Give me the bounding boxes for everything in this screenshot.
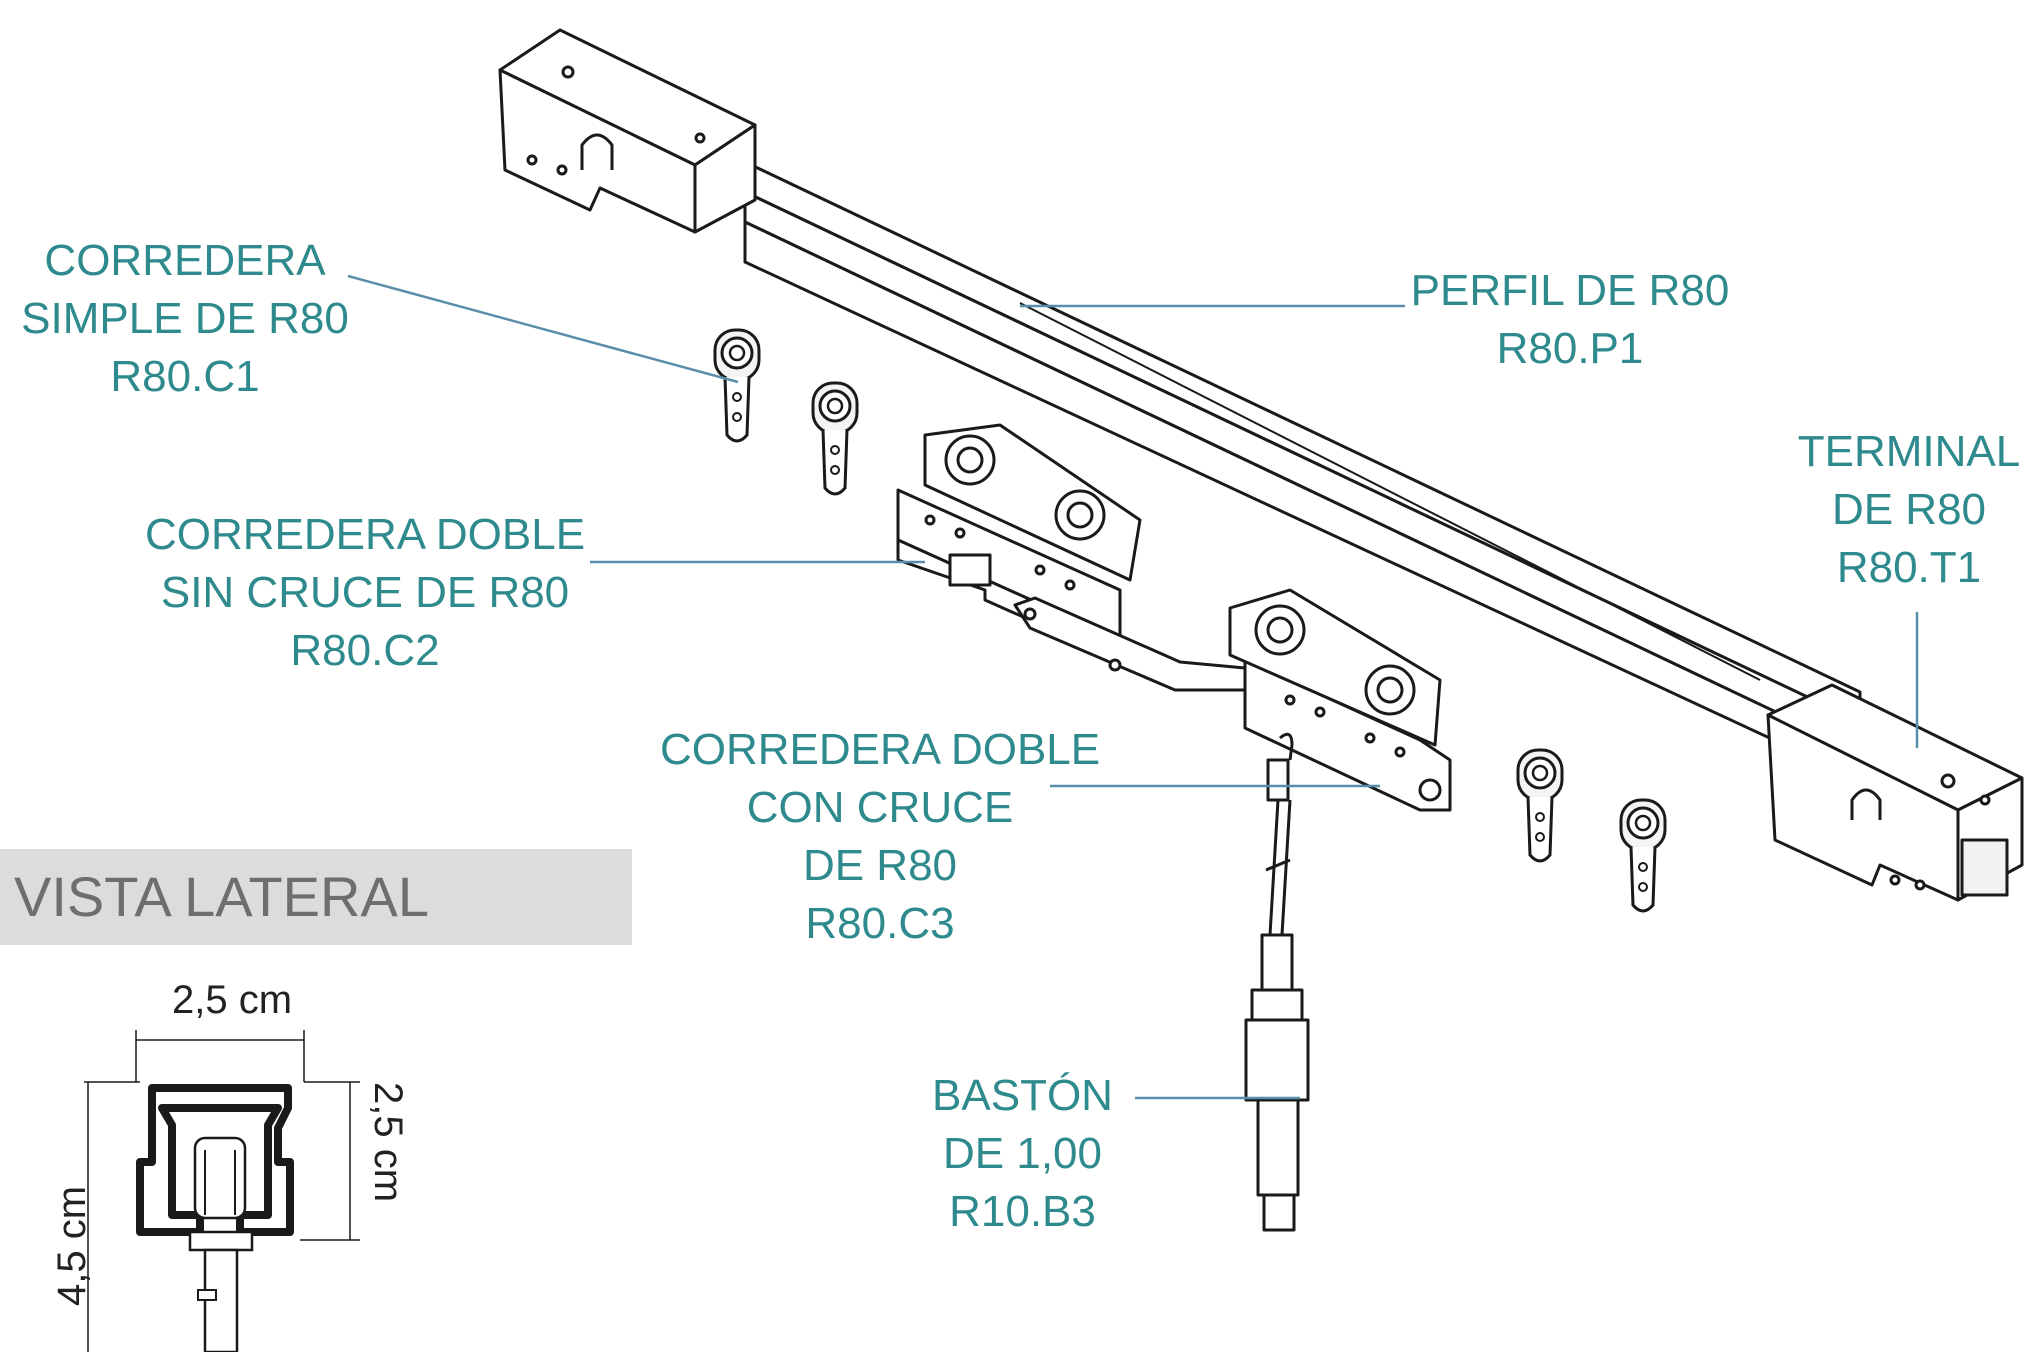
wand (1244, 732, 1310, 1232)
single-runner-4 (1619, 798, 1667, 913)
double-runner-c3 (1228, 588, 1452, 812)
side-view-profile (136, 1084, 294, 1352)
crossing-arm (1013, 596, 1252, 692)
label-line: PERFIL DE R80 (1410, 266, 1730, 315)
label-perfil: PERFIL DE R80 R80.P1 (1400, 262, 1740, 378)
label-terminal: TERMINAL DE R80 R80.T1 (1780, 423, 2038, 597)
label-line: CORREDERA (44, 236, 326, 285)
label-line: R80.C1 (110, 352, 260, 401)
label-line: R80.T1 (1836, 543, 1982, 592)
label-line: DE R80 (802, 841, 958, 890)
label-line: CORREDERA DOBLE (660, 725, 1101, 774)
left-end-bracket (498, 28, 757, 234)
single-runner-1 (713, 328, 761, 443)
label-corredera-cruce: CORREDERA DOBLE CON CRUCE DE R80 R80.C3 (660, 721, 1100, 953)
leader-simple (347, 274, 739, 384)
label-baston: BASTÓN DE 1,00 R10.B3 (900, 1067, 1145, 1241)
side-view-banner: VISTA LATERAL (0, 849, 632, 945)
label-line: R10.B3 (949, 1187, 1096, 1236)
label-line: DE R80 (1831, 485, 1987, 534)
single-runner-3 (1516, 748, 1564, 863)
single-runner-2 (811, 381, 859, 496)
label-corredera-simple: CORREDERA SIMPLE DE R80 R80.C1 (0, 232, 370, 406)
leader-lines (347, 274, 1919, 1100)
label-line: CORREDERA DOBLE (144, 510, 586, 559)
dimension-lines (84, 1030, 360, 1352)
right-end-cap (1766, 683, 2024, 902)
dimension-inner-height-label: 2,5 cm (366, 1082, 410, 1203)
double-runner-c2 (896, 423, 1142, 662)
label-line: SIN CRUCE DE R80 (160, 568, 570, 617)
label-line: SIMPLE DE R80 (21, 294, 349, 343)
side-view-title: VISTA LATERAL (14, 865, 429, 928)
label-corredera-doble: CORREDERA DOBLE SIN CRUCE DE R80 R80.C2 (130, 506, 600, 680)
profile-rail (743, 160, 1862, 782)
label-line: TERMINAL (1797, 427, 2021, 476)
label-line: BASTÓN (932, 1071, 1113, 1120)
label-line: R80.P1 (1496, 324, 1644, 373)
label-line: R80.C2 (290, 626, 440, 675)
label-line: DE 1,00 (943, 1129, 1102, 1178)
dimension-width-label: 2,5 cm (172, 978, 293, 1022)
label-line: R80.C3 (805, 899, 955, 948)
dimension-total-height-label: 4,5 cm (50, 1185, 94, 1306)
label-line: CON CRUCE (746, 783, 1014, 832)
